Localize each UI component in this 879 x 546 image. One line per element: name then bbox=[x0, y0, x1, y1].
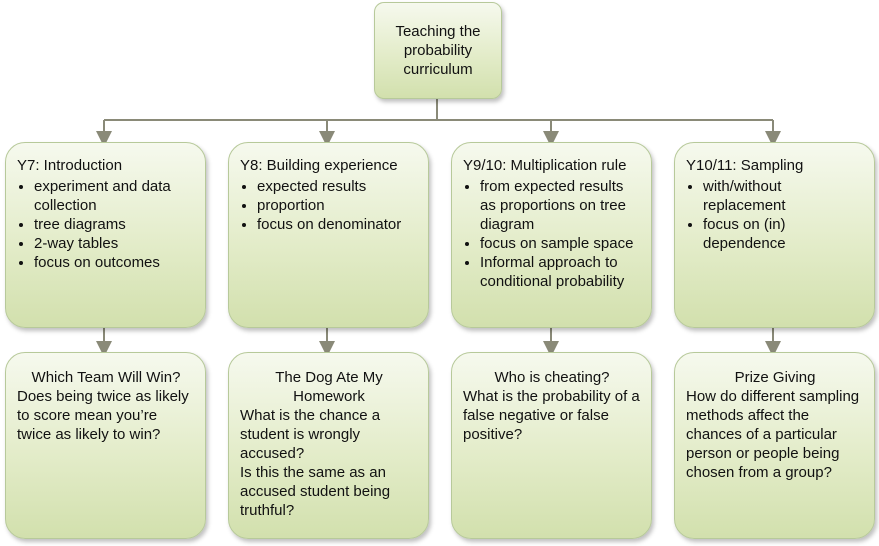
stage-item: focus on (in) dependence bbox=[703, 215, 864, 253]
activity-text: What is the chance a student is wrongly … bbox=[240, 407, 391, 519]
activity-text: Does being twice as likely to score mean… bbox=[17, 388, 189, 443]
activity-node-prize-giving: Prize Giving How do different sampling m… bbox=[674, 352, 875, 539]
stage-item: focus on sample space bbox=[480, 234, 641, 253]
stage-item: 2-way tables bbox=[34, 234, 195, 253]
root-node: Teaching the probability curriculum bbox=[374, 2, 502, 99]
stage-item-list: experiment and data collection tree diag… bbox=[17, 177, 195, 272]
stage-title: Y10/11: Sampling bbox=[686, 157, 804, 174]
stage-item: from expected results as proportions on … bbox=[480, 177, 641, 234]
activity-title: Which Team Will Win? bbox=[31, 369, 181, 386]
activity-text: How do different sampling methods affect… bbox=[686, 388, 860, 481]
activity-title: The Dog Ate My Homework bbox=[275, 369, 383, 405]
stage-item: focus on denominator bbox=[257, 215, 418, 234]
stage-title: Y7: Introduction bbox=[17, 157, 123, 174]
activity-node-which-team: Which Team Will Win? Does being twice as… bbox=[5, 352, 206, 539]
stage-node-y10-11: Y10/11: Sampling with/without replacemen… bbox=[674, 142, 875, 328]
stage-item: with/without replacement bbox=[703, 177, 864, 215]
stage-item-list: expected results proportion focus on den… bbox=[240, 177, 418, 234]
stage-item: experiment and data collection bbox=[34, 177, 195, 215]
stage-node-y8: Y8: Building experience expected results… bbox=[228, 142, 429, 328]
activity-title: Prize Giving bbox=[734, 369, 816, 386]
activity-title: Who is cheating? bbox=[494, 369, 610, 386]
stage-item-list: with/without replacement focus on (in) d… bbox=[686, 177, 864, 253]
stage-node-y7: Y7: Introduction experiment and data col… bbox=[5, 142, 206, 328]
root-title: Teaching the probability curriculum bbox=[395, 23, 481, 78]
stage-item: expected results bbox=[257, 177, 418, 196]
stage-title: Y8: Building experience bbox=[240, 157, 398, 174]
stage-title: Y9/10: Multiplication rule bbox=[463, 157, 627, 174]
stage-node-y9-10: Y9/10: Multiplication rule from expected… bbox=[451, 142, 652, 328]
stage-item: tree diagrams bbox=[34, 215, 195, 234]
stage-item: Informal approach to conditional probabi… bbox=[480, 253, 641, 291]
activity-text: What is the probability of a false negat… bbox=[463, 388, 640, 443]
stage-item-list: from expected results as proportions on … bbox=[463, 177, 641, 291]
activity-node-who-cheating: Who is cheating? What is the probability… bbox=[451, 352, 652, 539]
stage-item: focus on outcomes bbox=[34, 253, 195, 272]
activity-node-dog-homework: The Dog Ate My Homework What is the chan… bbox=[228, 352, 429, 539]
stage-item: proportion bbox=[257, 196, 418, 215]
